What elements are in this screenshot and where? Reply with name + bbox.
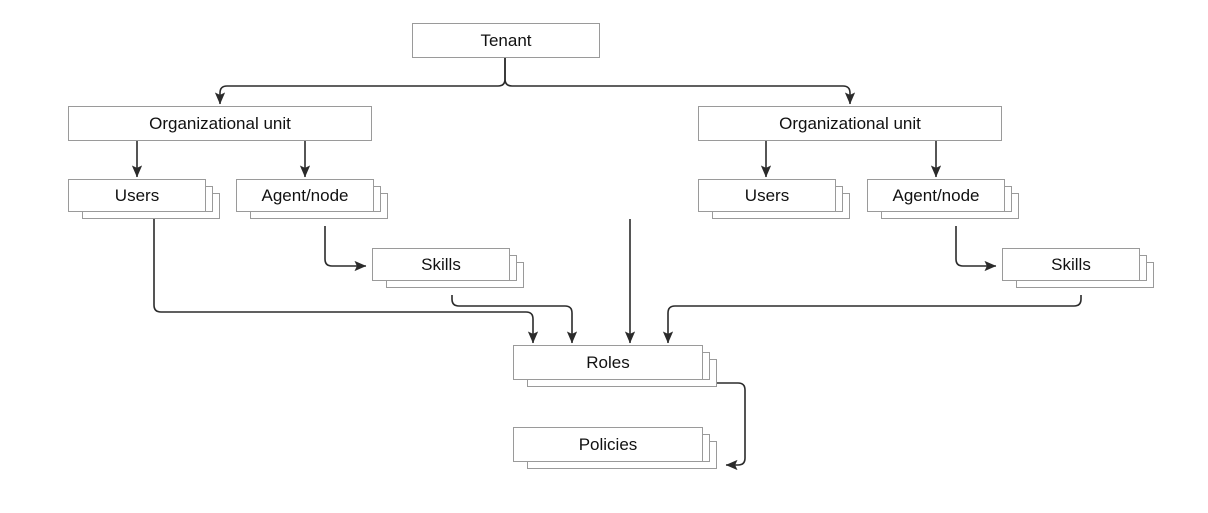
node-skills-right[interactable]: Skills [1002,248,1154,288]
node-users-right-label: Users [744,185,790,205]
node-roles-face[interactable]: Roles [513,345,703,380]
node-org-unit-left[interactable]: Organizational unit [68,106,372,141]
node-org-unit-right-label: Organizational unit [779,113,921,133]
node-agent-left-label: Agent/node [261,185,349,205]
node-agent-right-label: Agent/node [892,185,980,205]
node-roles[interactable]: Roles [513,345,717,387]
node-policies-label: Policies [578,434,638,454]
node-skills-right-face[interactable]: Skills [1002,248,1140,281]
node-tenant-label: Tenant [480,30,532,50]
node-skills-left[interactable]: Skills [372,248,524,288]
edge-agent-right-to-skills [955,226,997,272]
node-agent-left[interactable]: Agent/node [236,179,388,219]
node-agent-right-face[interactable]: Agent/node [867,179,1005,212]
edge-agent-left-to-skills [324,226,367,272]
node-agent-left-face[interactable]: Agent/node [236,179,374,212]
node-skills-left-face[interactable]: Skills [372,248,510,281]
node-policies-face[interactable]: Policies [513,427,703,462]
node-org-unit-left-label: Organizational unit [149,113,291,133]
node-policies[interactable]: Policies [513,427,717,469]
node-agent-right[interactable]: Agent/node [867,179,1019,219]
node-users-left-face[interactable]: Users [68,179,206,212]
node-tenant[interactable]: Tenant [412,23,600,58]
node-skills-left-label: Skills [421,254,461,274]
edge-tenant-to-org-right [504,58,856,105]
node-roles-label: Roles [586,352,630,372]
node-users-left-label: Users [114,185,160,205]
edge-users-left-to-roles [153,219,539,344]
edge-skills-left-to-roles [451,295,578,344]
edge-skills-right-to-roles [662,295,1082,344]
node-users-right[interactable]: Users [698,179,850,219]
node-users-right-face[interactable]: Users [698,179,836,212]
edge-roles-to-policies [717,382,746,471]
edge-tenant-to-org-left [214,58,506,105]
node-skills-right-label: Skills [1051,254,1091,274]
node-org-unit-right[interactable]: Organizational unit [698,106,1002,141]
node-users-left[interactable]: Users [68,179,220,219]
